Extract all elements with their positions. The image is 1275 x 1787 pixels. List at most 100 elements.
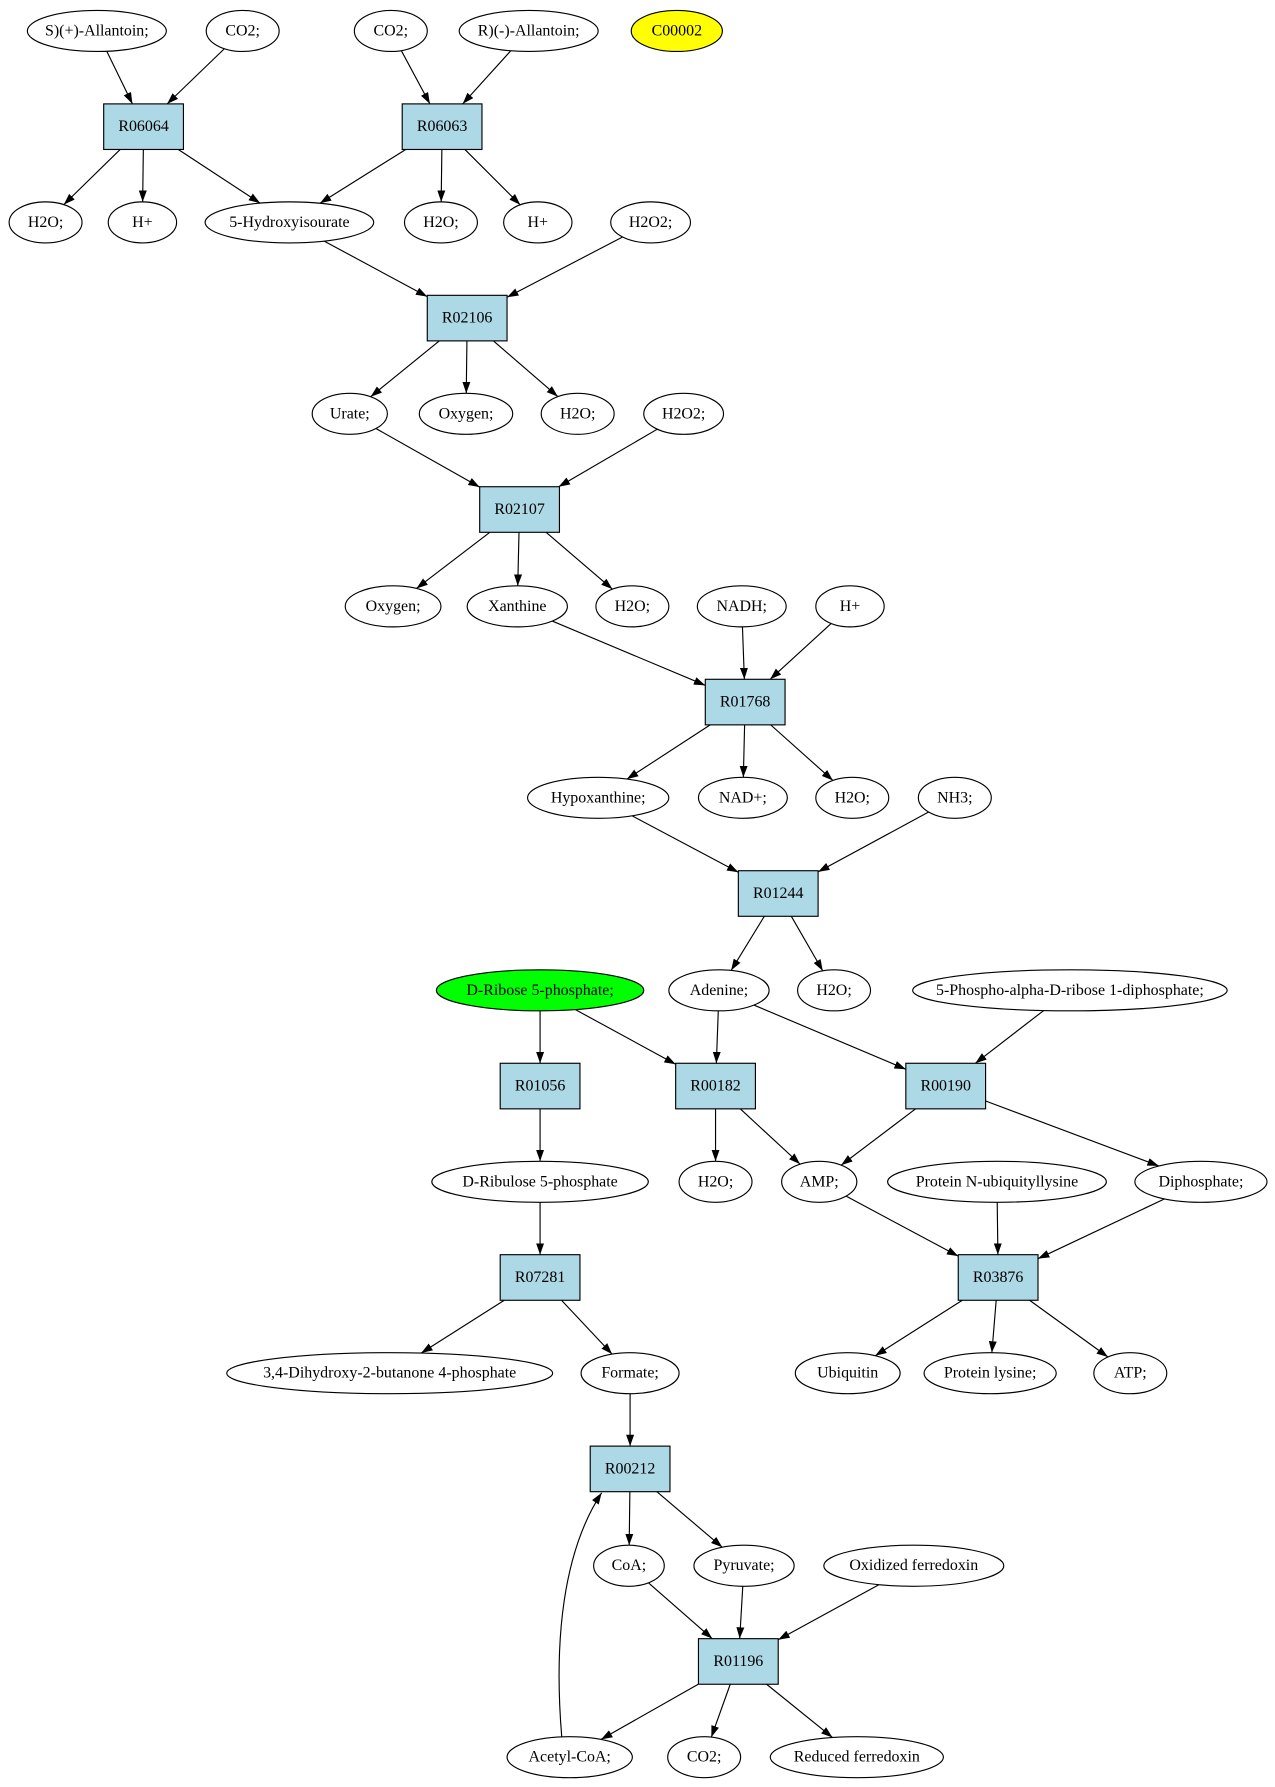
compound-node-oxygen: Oxygen; (344, 585, 442, 628)
compound-ellipse (697, 776, 788, 819)
compound-ellipse (418, 392, 514, 435)
edge-arrow (817, 811, 929, 873)
compound-label: Adenine; (690, 982, 748, 999)
compound-label: Oxidized ferredoxin (849, 1557, 978, 1574)
reaction-box (704, 678, 786, 726)
compound-node-oxidized-ferredoxin: Oxidized ferredoxin (823, 1544, 1005, 1587)
compound-node-d-ribulose-5-phosphate: D-Ribulose 5-phosphate (431, 1160, 649, 1203)
compound-node-r-allantoin: R)(-)-Allantoin; (458, 9, 599, 53)
compound-label: H+ (132, 214, 153, 231)
compound-node-protein-n-ubiquityllysine: Protein N-ubiquityllysine (887, 1160, 1107, 1203)
compound-ellipse (580, 1352, 680, 1395)
edge-arrow (790, 916, 824, 972)
edge-arrow (375, 428, 480, 488)
edge-arrow (988, 1300, 997, 1353)
compound-node-h2o: H2O; (678, 1160, 753, 1203)
reaction-box (675, 1062, 756, 1110)
reaction-node-r03876: R03876 (957, 1254, 1039, 1301)
reaction-label: R02107 (494, 501, 545, 518)
compound-label: Acetyl-CoA; (529, 1749, 611, 1766)
compound-label: Protein lysine; (944, 1365, 1037, 1382)
reaction-node-r00190: R00190 (905, 1062, 987, 1110)
compound-ellipse (769, 1736, 945, 1779)
edge-arrow (319, 148, 407, 204)
compound-node-h2o: H2O; (8, 201, 83, 244)
compound-label: C00002 (652, 22, 703, 39)
reaction-node-r06063: R06063 (401, 103, 483, 151)
compound-node-acetyl-coa: Acetyl-CoA; (506, 1736, 633, 1779)
compound-label: Protein N-ubiquityllysine (916, 1173, 1078, 1190)
compound-label: CO2; (225, 22, 260, 39)
compound-node-h: H+ (815, 585, 885, 628)
compound-label: H2O2; (629, 214, 672, 231)
reaction-box (401, 103, 483, 151)
compound-node-atp: ATP; (1093, 1352, 1168, 1395)
compound-label: R)(-)-Allantoin; (478, 22, 580, 39)
compound-label: Oxygen; (439, 405, 494, 422)
edge-arrow (736, 1586, 745, 1639)
reaction-node-r02106: R02106 (426, 294, 508, 342)
compound-ellipse (823, 1544, 1005, 1587)
reaction-label: R00190 (920, 1078, 971, 1095)
compound-ellipse (26, 9, 167, 53)
compound-node-adenine: Adenine; (668, 969, 770, 1012)
reaction-label: R06063 (417, 118, 468, 135)
compound-ellipse (815, 776, 890, 819)
edge-arrow (656, 1491, 723, 1548)
compound-label: H2O; (835, 789, 870, 806)
edge-arrow (739, 626, 748, 680)
reaction-node-r02107: R02107 (479, 486, 561, 533)
compound-label: CO2; (687, 1749, 722, 1766)
compound-node-d-ribose-5-phosphate: D-Ribose 5-phosphate; (435, 969, 645, 1012)
compound-ellipse (887, 1160, 1107, 1203)
compound-ellipse (815, 585, 885, 628)
edge-arrow (545, 531, 613, 590)
edge-arrow (739, 1108, 801, 1165)
compound-ellipse (431, 1160, 649, 1203)
edge-arrow (840, 1108, 916, 1166)
compound-node-5-phospho-alpha-d-ribose-1-diphosphate: 5-Phospho-alpha-D-ribose 1-diphosphate; (912, 969, 1228, 1012)
compound-node-co2: CO2; (205, 9, 280, 53)
compound-node-oxygen: Oxygen; (418, 392, 514, 435)
compound-label: H+ (840, 598, 861, 615)
compound-ellipse (923, 1352, 1057, 1395)
compound-node-h2o: H2O; (815, 776, 890, 819)
compound-label: AMP; (800, 1173, 839, 1190)
compound-node-reduced-ferredoxin: Reduced ferredoxin (769, 1736, 945, 1779)
reaction-node-r07281: R07281 (499, 1254, 581, 1301)
compound-label: Ubiquitin (817, 1365, 878, 1382)
compound-ellipse (506, 1736, 633, 1779)
edge-arrow (506, 236, 623, 298)
edge-arrow (416, 531, 491, 589)
compound-node-c00002: C00002 (630, 9, 723, 53)
compound-ellipse (204, 201, 375, 244)
compound-ellipse (458, 9, 599, 53)
edge-arrow (464, 149, 521, 206)
compound-ellipse (107, 201, 178, 244)
reaction-node-r01244: R01244 (737, 870, 819, 917)
edge-arrow (493, 340, 559, 398)
compound-label: CoA; (612, 1557, 647, 1574)
compound-node-diphosphate: Diphosphate; (1134, 1160, 1268, 1203)
compound-ellipse (466, 585, 568, 628)
compound-ellipse (353, 9, 428, 53)
edge-arrow (323, 240, 428, 298)
reaction-box (957, 1254, 1039, 1301)
compound-ellipse (344, 585, 442, 628)
edge-arrow (712, 1010, 721, 1064)
compound-node-h2o2: H2O2; (643, 392, 725, 435)
compound-label: H2O; (28, 214, 63, 231)
reaction-label: R01056 (515, 1078, 566, 1095)
compound-ellipse (693, 1544, 795, 1587)
reaction-node-r00182: R00182 (675, 1062, 756, 1110)
edge-arrow (625, 1491, 634, 1546)
compound-ellipse (593, 1544, 665, 1587)
compound-label: 5-Hydroxyisourate (229, 214, 349, 231)
edge-arrow (993, 1202, 1002, 1255)
compound-label: H2O; (698, 1173, 733, 1190)
edge-arrow (777, 1584, 880, 1641)
reaction-label: R00212 (605, 1460, 656, 1477)
edge-arrow (400, 50, 431, 105)
compound-label: Reduced ferredoxin (794, 1749, 920, 1766)
